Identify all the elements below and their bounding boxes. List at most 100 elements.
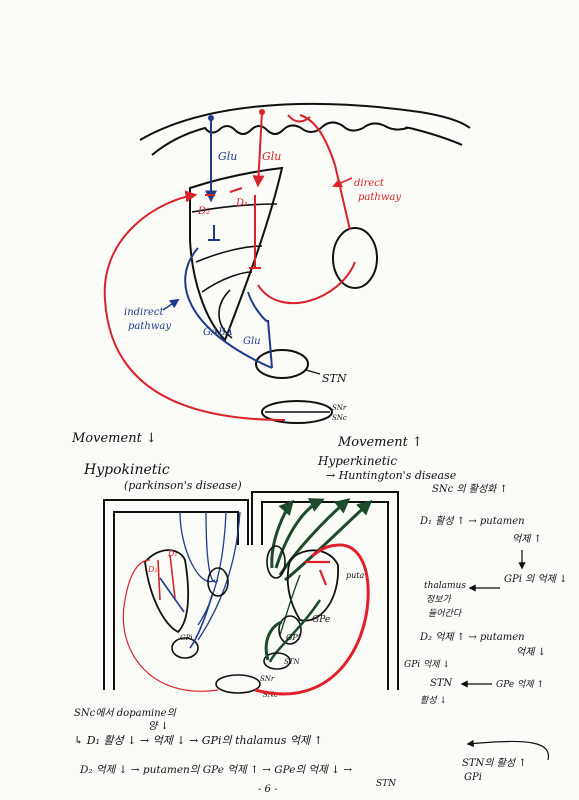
page-number: - 6 - [258, 784, 278, 795]
hyper-label-gpe: GPe [312, 615, 330, 625]
hypo-snr-oval [215, 674, 261, 694]
movement-up-label: Movement ↑ [337, 435, 423, 450]
hypo-blue-fiber-1 [179, 511, 216, 583]
bottom-line2: ↳ D₁ 활성 ↓ → 억제 ↓ → GPi의 thalamus 억제 ↑ [74, 734, 323, 747]
label-d2: D₂ [197, 206, 210, 217]
hypo-label-d2: D₂ [147, 565, 158, 574]
hyper-label-gpi: GPi [286, 633, 301, 642]
note-d2-line: D₂ 억제 ↑ → putamen [419, 631, 525, 643]
note-activation: 활성 ↓ [420, 695, 447, 706]
label-d1: D₁ [235, 198, 248, 209]
note-gpi-inhib-down: GPi 억제 ↓ [404, 659, 450, 670]
cortex-inner-gyri [151, 121, 463, 156]
label-indirect-2: pathway [128, 321, 171, 332]
hypo-gpi-oval [171, 637, 199, 659]
hypo-gpe-oval [207, 567, 229, 597]
bottom-return-arrow [466, 739, 550, 761]
label-glu-mid: Glu [262, 150, 281, 163]
note-gpi-inhibition: GPi 의 억제 ↓ [504, 573, 567, 585]
hyper-stn-oval [263, 652, 291, 670]
direct-d1-line [249, 195, 261, 269]
note-thalamus-3: 들어간다 [428, 608, 463, 619]
hypokinetic-diagram: D₂ D₁ GPi SNr SNc [103, 499, 278, 699]
striatum-band-3 [201, 271, 253, 293]
hyper-label-stn: STN [284, 658, 300, 666]
hyper-red-loop [254, 543, 370, 696]
hypo-blue-fiber-4 [197, 511, 241, 641]
hyper-cortex [251, 491, 399, 690]
thalamus-to-cortex [299, 114, 351, 231]
snr-oval [261, 400, 333, 424]
note-gpe-inhib-up: GPe 억제 ↑ [496, 679, 544, 690]
indirect-pathway-pointer [162, 298, 180, 311]
label-gaba: GABA [203, 327, 233, 338]
hyper-gpi-oval [278, 615, 302, 645]
hyper-green-fiber-1 [270, 499, 294, 569]
bottom-notes: SNc에서 dopamine의 양 ↓ ↳ D₁ 활성 ↓ → 억제 ↓ → G… [74, 707, 550, 795]
snc-to-striatum-red [103, 190, 286, 421]
direct-glu-line [252, 111, 265, 188]
hypo-blue-fiber-3 [197, 511, 227, 626]
thalamus-oval [332, 227, 378, 289]
label-snr: SNr [332, 404, 347, 412]
hypo-label-gpi: GPi [180, 634, 193, 642]
hyper-gpe-green [268, 599, 322, 663]
label-direct-2: pathway [358, 192, 401, 203]
bottom-line3a: D₂ 억제 ↓ → putamen의 GPe 억제 ↑ → GPe의 억제 ↓ … [79, 764, 352, 776]
hyperkinetic-title: Hyperkinetic [317, 454, 397, 468]
hypo-label-snc: SNc [263, 691, 278, 699]
hypo-blue-fiber-2 [205, 511, 219, 583]
hyper-green-fiber-3 [278, 498, 351, 576]
direct-pathway-pointer [332, 177, 353, 188]
hyper-putamen-green [279, 574, 301, 636]
hyper-putamen-red [305, 560, 330, 586]
cortex-top-red [287, 114, 311, 123]
hypo-gpe-to-gpi [189, 594, 213, 649]
movement-down-label: Movement ↓ [71, 431, 157, 446]
bottom-line3-right: STN의 활성 ↑ [462, 757, 527, 769]
hyper-green-fiber-4 [284, 499, 373, 582]
indirect-gaba-line [208, 225, 220, 241]
hyperkinetic-subtitle: → Huntington's disease [326, 469, 457, 482]
indirect-neuron-dot [208, 115, 214, 121]
hyper-label-puta: puta [346, 571, 364, 580]
red-d2-stub [205, 187, 243, 196]
striatum-curve [218, 289, 233, 339]
cortex-outer [139, 102, 471, 141]
note-d1-line: D₁ 활성 ↑ → putamen [419, 515, 525, 527]
note-stn: STN [430, 678, 454, 689]
hypo-striatum [144, 549, 189, 634]
indirect-to-stn [184, 247, 273, 369]
striatum-band-1 [191, 203, 278, 213]
hypo-label-snr: SNr [260, 675, 275, 683]
label-snc: SNc [332, 414, 347, 422]
hyper-thalamus-oval [266, 545, 286, 579]
note-thalamus-2: 정보가 [426, 594, 453, 605]
hypo-blue-inner [159, 577, 185, 613]
striatum-band-2 [195, 245, 263, 263]
hyperkinetic-diagram: puta GPe GPi STN [251, 491, 399, 696]
hypokinetic-subtitle: (parkinson's disease) [124, 479, 242, 492]
right-notes: SNc 의 활성화 ↑ D₁ 활성 ↑ → putamen 억제 ↑ GPi 의… [404, 483, 567, 706]
bottom-line3-stn: STN [376, 779, 397, 789]
note-d2-result: 억제 ↓ [516, 646, 546, 658]
label-glu-left: Glu [218, 150, 237, 163]
bottom-line1b: 양 ↓ [148, 720, 169, 732]
top-diagram: Glu Glu D₂ D₁ direct pathway indirect pa… [103, 102, 471, 424]
bottom-line3-gpi: GPi [464, 772, 482, 783]
direct-thalamus-loop [257, 261, 356, 305]
direct-neuron-dot [259, 109, 265, 115]
hyper-green-fiber-2 [274, 498, 325, 569]
hypokinetic-title: Hypokinetic [83, 462, 170, 478]
label-glu-bottom: Glu [243, 336, 261, 347]
label-indirect-1: indirect [124, 307, 165, 318]
striatum-outline [189, 166, 284, 342]
hypo-label-d1: D₁ [167, 549, 178, 558]
note-thalamus-1: thalamus [424, 581, 466, 591]
note-d1-result: 억제 ↑ [512, 533, 542, 545]
label-stn: STN [322, 372, 347, 385]
label-direct-1: direct [354, 178, 385, 189]
bottom-line1: SNc에서 dopamine의 [74, 707, 177, 719]
stn-oval [255, 349, 309, 379]
